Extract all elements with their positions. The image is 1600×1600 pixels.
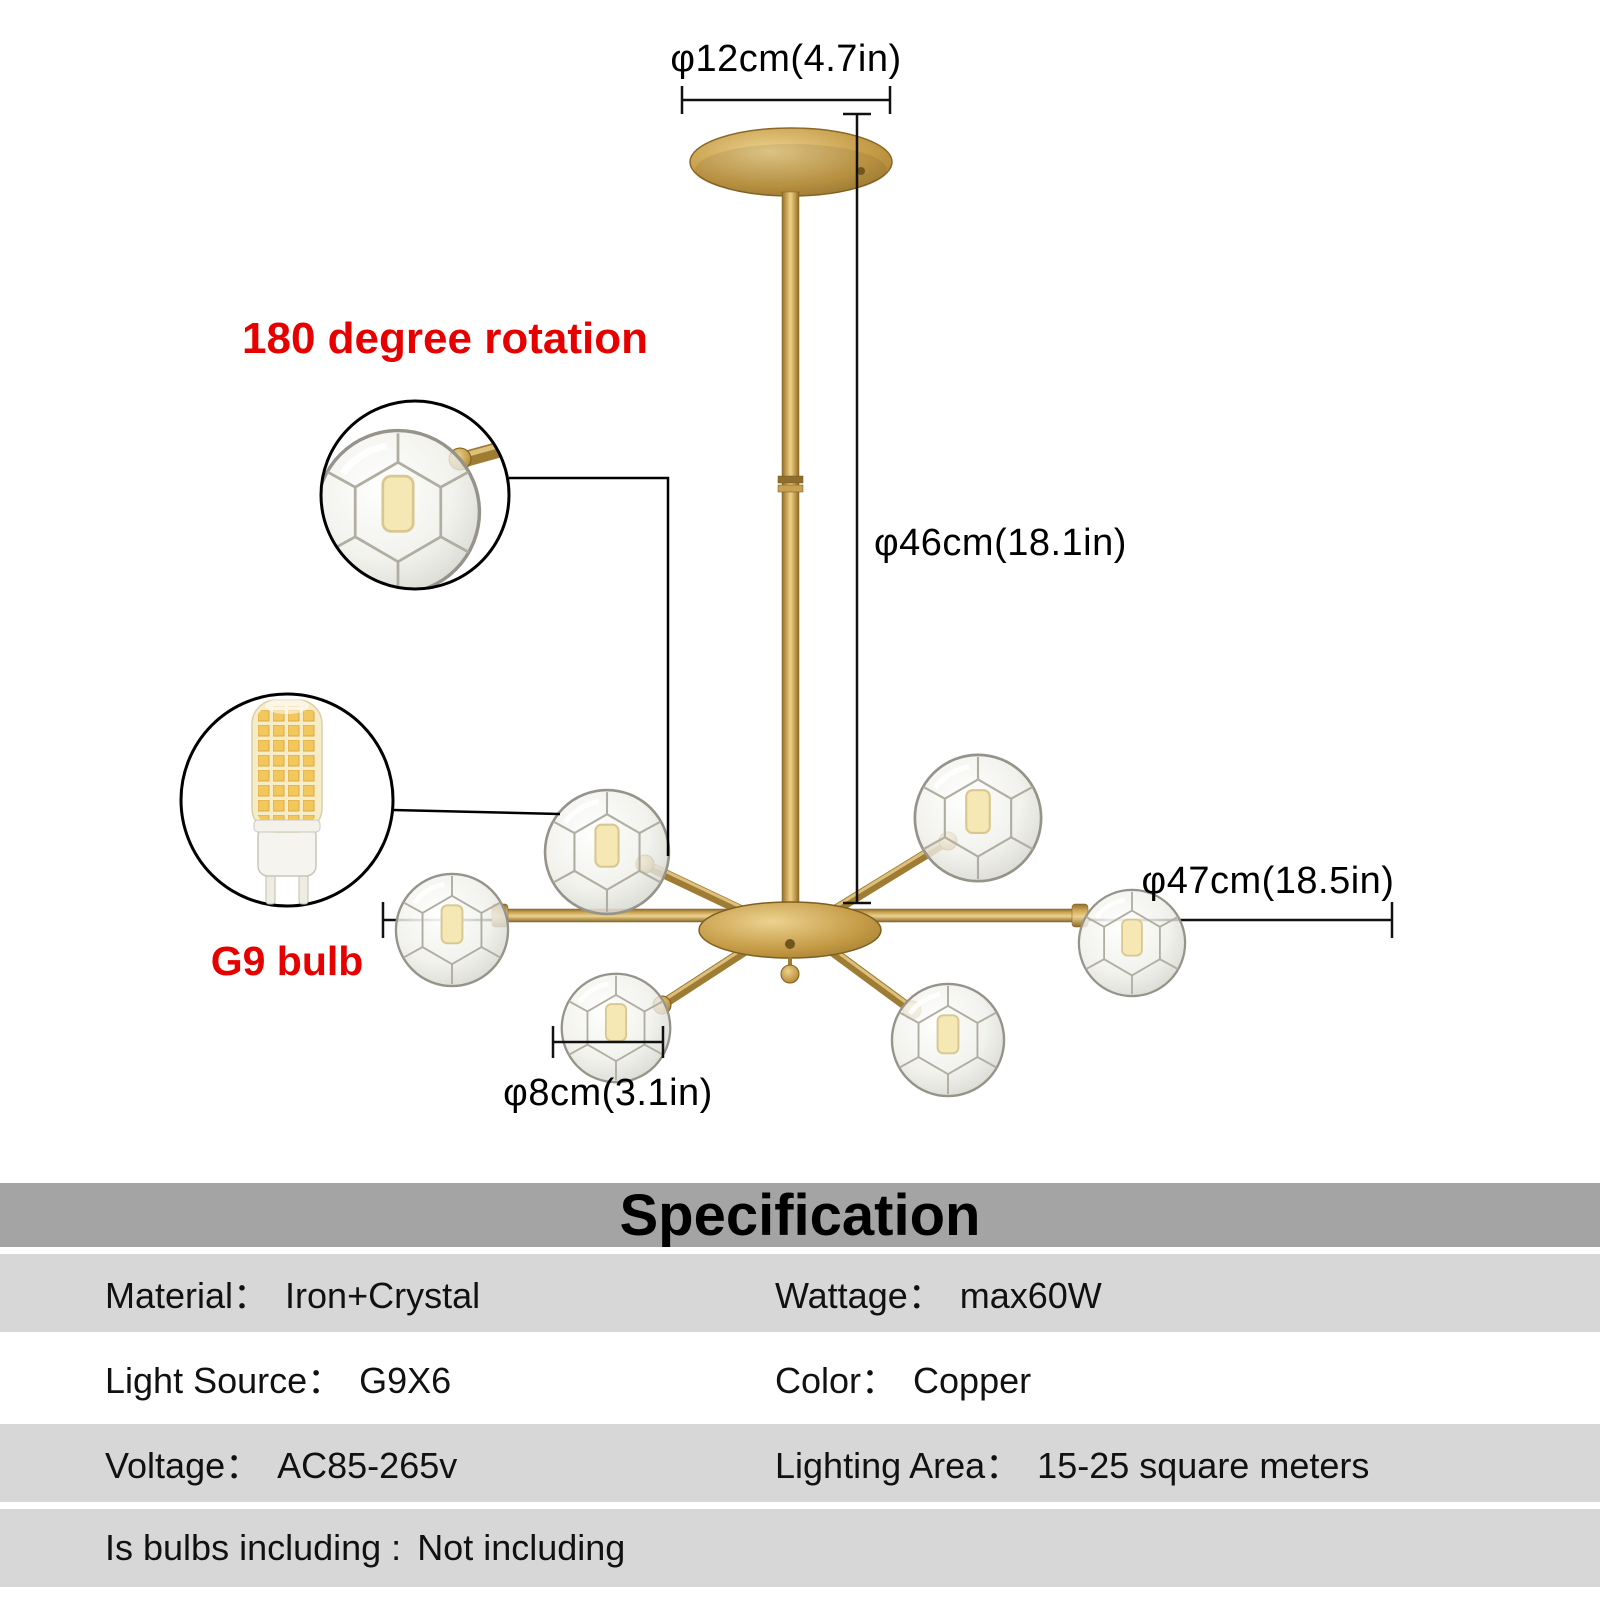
spec-row-voltage-area: Voltage： AC85-265v Lighting Area： 15-25 … <box>0 1424 1600 1502</box>
wattage-value: max60W <box>959 1275 1102 1316</box>
fixture-width-label: φ47cm(18.5in) <box>1141 860 1395 902</box>
crystal-ball-upper-right <box>915 755 1041 881</box>
g9-magnifier <box>179 692 395 908</box>
lighting-area-cell: Lighting Area： 15-25 square meters <box>775 1437 1369 1489</box>
color-label: Color： <box>775 1360 898 1401</box>
bulbs-included-cell: Is bulbs including : Not including <box>0 1527 775 1569</box>
lighting-area-value: 15-25 square meters <box>1037 1445 1370 1486</box>
material-value: Iron+Crystal <box>285 1275 481 1316</box>
dim-canopy-line <box>680 86 892 114</box>
spec-row-material-wattage: Material： Iron+Crystal Wattage： max60W <box>0 1254 1600 1332</box>
arm-lower-right <box>823 943 913 1012</box>
specification-title: Specification <box>0 1182 1600 1248</box>
material-label: Material： <box>105 1275 270 1316</box>
hanging-rod <box>777 191 804 909</box>
bulbs-included-label: Is bulbs including : <box>105 1527 402 1568</box>
crystal-ball-lower-right <box>892 984 1004 1096</box>
crystal-ball-upper-left <box>545 790 669 914</box>
ceiling-canopy <box>689 127 893 197</box>
g9-bulb-illustration <box>251 698 323 905</box>
canopy-screw <box>857 167 865 175</box>
light-source-cell: Light Source： G9X6 <box>0 1352 775 1404</box>
bulbs-included-value: Not including <box>417 1527 626 1568</box>
rotation-magnifier <box>319 399 511 591</box>
color-value: Copper <box>913 1360 1032 1401</box>
lighting-area-label: Lighting Area： <box>775 1445 1022 1486</box>
voltage-value: AC85-265v <box>277 1445 458 1486</box>
dim-drop-line <box>843 112 871 905</box>
ball-diameter-label: φ8cm(3.1in) <box>503 1072 713 1114</box>
g9-bulb-annotation: G9 bulb <box>210 938 364 984</box>
wattage-label: Wattage： <box>775 1275 944 1316</box>
specification-title-text: Specification <box>619 1182 981 1248</box>
wattage-cell: Wattage： max60W <box>775 1267 1102 1319</box>
rotation-connector-line <box>509 476 670 856</box>
rod-joint <box>777 475 804 484</box>
hub-screw <box>785 939 795 949</box>
light-source-value: G9X6 <box>359 1360 452 1401</box>
voltage-label: Voltage： <box>105 1445 262 1486</box>
rotation-annotation: 180 degree rotation <box>242 314 648 363</box>
light-source-label: Light Source： <box>105 1360 344 1401</box>
material-cell: Material： Iron+Crystal <box>0 1267 775 1319</box>
crystal-ball-lower-left <box>562 974 671 1083</box>
dim-ball-line <box>551 1026 665 1058</box>
specification-section: Specification Material： Iron+Crystal Wat… <box>0 1183 1600 1587</box>
hub-finial <box>780 964 800 984</box>
chandelier-diagram <box>179 86 1394 1183</box>
central-hub <box>698 901 882 984</box>
g9-connector-line <box>392 808 561 816</box>
color-cell: Color： Copper <box>775 1352 1031 1404</box>
crystal-ball-right <box>1079 890 1185 996</box>
voltage-cell: Voltage： AC85-265v <box>0 1437 775 1489</box>
rod-height-label: φ46cm(18.1in) <box>874 522 1127 564</box>
spec-row-bulbs-included: Is bulbs including : Not including <box>0 1509 1600 1587</box>
canopy-diameter-label: φ12cm(4.7in) <box>670 38 902 80</box>
spec-row-lightsource-color: Light Source： G9X6 Color： Copper <box>0 1339 1600 1417</box>
